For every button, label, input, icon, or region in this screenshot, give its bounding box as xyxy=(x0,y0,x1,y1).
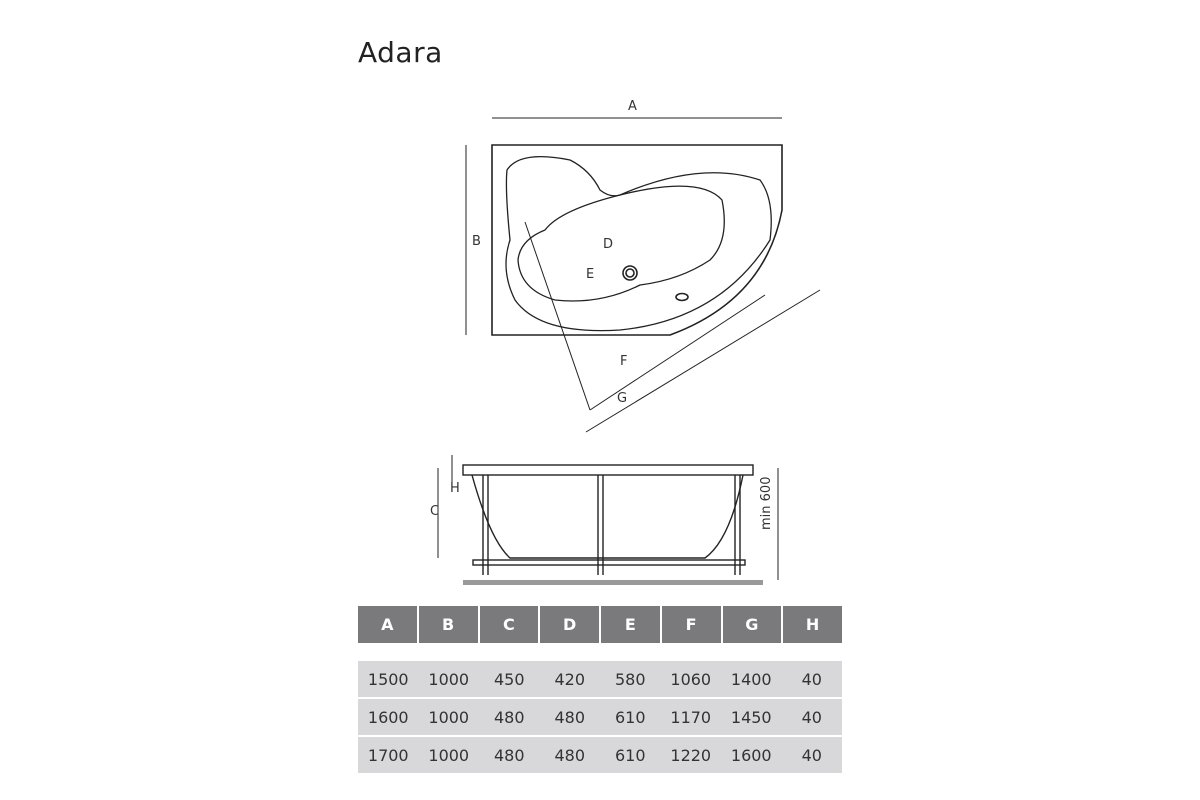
product-title: Adara xyxy=(358,36,443,69)
cell: 610 xyxy=(600,699,661,735)
cell: 450 xyxy=(479,661,540,697)
cell: 1170 xyxy=(660,699,721,735)
cell: 1600 xyxy=(721,737,782,773)
header-F: F xyxy=(661,606,723,643)
side-view-drawing xyxy=(437,455,779,585)
cell: 1220 xyxy=(660,737,721,773)
table-row: 1600 1000 480 480 610 1170 1450 40 xyxy=(358,699,842,737)
label-B: B xyxy=(472,234,481,249)
cell: 40 xyxy=(781,699,842,735)
label-min-height: min 600 xyxy=(759,477,774,530)
header-E: E xyxy=(601,606,662,643)
label-C: C xyxy=(430,504,439,519)
label-G: G xyxy=(617,391,627,406)
cell: 1500 xyxy=(358,661,419,697)
cell: 1060 xyxy=(660,661,721,697)
cell: 40 xyxy=(781,661,842,697)
cell: 1450 xyxy=(721,699,782,735)
header-C: C xyxy=(479,606,541,643)
cell: 610 xyxy=(600,737,661,773)
label-D: D xyxy=(603,237,613,252)
label-H: H xyxy=(450,481,460,496)
header-A: A xyxy=(358,606,419,643)
header-B: B xyxy=(418,606,480,643)
label-A: A xyxy=(628,99,637,114)
table-row: 1700 1000 480 480 610 1220 1600 40 xyxy=(358,737,842,775)
cell: 480 xyxy=(479,737,540,773)
header-D: D xyxy=(540,606,601,643)
cell: 420 xyxy=(539,661,600,697)
cell: 480 xyxy=(539,699,600,735)
cell: 1000 xyxy=(418,699,479,735)
label-E: E xyxy=(586,267,594,282)
table-header: A B C D E F G H xyxy=(358,606,842,643)
label-F: F xyxy=(620,354,627,369)
header-G: G xyxy=(722,606,784,643)
cell: 40 xyxy=(781,737,842,773)
top-view-drawing xyxy=(465,117,821,433)
header-H: H xyxy=(783,606,842,643)
cell: 580 xyxy=(600,661,661,697)
cell: 1600 xyxy=(358,699,419,735)
cell: 480 xyxy=(479,699,540,735)
table-row: 1500 1000 450 420 580 1060 1400 40 xyxy=(358,661,842,699)
cell: 1400 xyxy=(721,661,782,697)
cell: 1700 xyxy=(358,737,419,773)
cell: 1000 xyxy=(418,661,479,697)
cell: 1000 xyxy=(418,737,479,773)
cell: 480 xyxy=(539,737,600,773)
